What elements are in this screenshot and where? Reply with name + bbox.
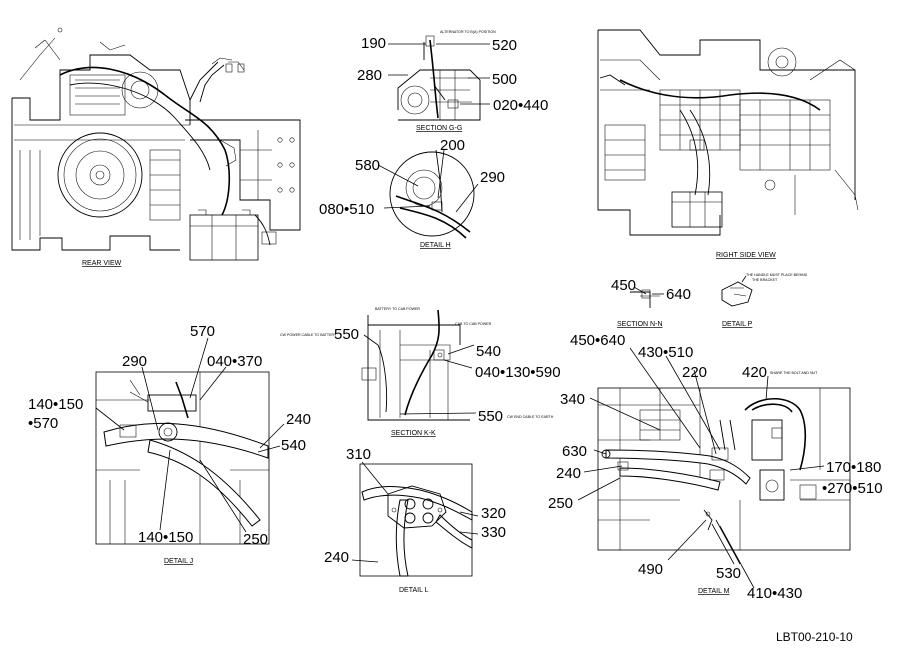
callout-500: 500 [492,71,517,88]
section-kk-note-1: BATTERY TO CAB POWER [375,307,420,311]
callout-290-h: 290 [480,169,505,186]
callout-450-640: 450•640 [570,332,625,349]
callout-320: 320 [481,505,506,522]
right-side-view: RIGHT SIDE VIEW [597,29,859,259]
detail-l-caption: DETAIL L [399,587,429,594]
detail-m-note: SHARE THE BOLT AND NUT [770,371,818,375]
detail-j-caption: DETAIL J [164,558,193,565]
detail-j: 570 290 040•370 140•150 •570 240 540 250… [28,323,311,565]
callout-170-180: 170•180 [826,459,881,476]
callout-570-b: •570 [28,415,58,432]
callout-410-430: 410•430 [747,585,802,602]
callout-190: 190 [361,35,386,52]
section-kk: BATTERY TO CAB POWER CAB TO CAB POWER CW… [280,307,561,437]
callout-630: 630 [562,443,587,460]
callout-250-m: 250 [548,495,573,512]
callout-020-440: 020•440 [493,97,548,114]
callout-340: 340 [560,391,585,408]
callout-040-370: 040•370 [207,353,262,370]
callout-200: 200 [440,137,465,154]
callout-530: 530 [716,565,741,582]
section-gg: ALTERNATOR TO B(A) POSITION 190 520 280 … [357,30,548,132]
callout-540-j: 540 [281,437,306,454]
callout-290-j: 290 [122,353,147,370]
callout-330: 330 [481,524,506,541]
callout-550-a: 550 [334,326,359,343]
section-kk-note-4: CW END CABLE TO EARTH [507,415,554,419]
detail-l: 310 320 330 240 DETAIL L [324,446,506,594]
detail-p-caption: DETAIL P [722,321,753,328]
callout-240-l: 240 [324,549,349,566]
callout-450: 450 [611,277,636,294]
detail-m-caption: DETAIL M [698,588,730,595]
callout-640: 640 [666,286,691,303]
callout-570: 570 [190,323,215,340]
callout-270-510: •270•510 [822,480,883,497]
section-nn: 450 640 SECTION N-N [611,277,691,328]
detail-p: THE HANDLE MUST PLACE BEHIND THE BRACKET… [721,273,808,328]
callout-540-k: 540 [476,343,501,360]
gg-note: ALTERNATOR TO B(A) POSITION [440,30,496,34]
section-kk-note-3: CW POWER CABLE TO BATTERY [280,333,337,337]
section-gg-caption: SECTION G-G [416,125,462,132]
section-nn-caption: SECTION N-N [617,321,663,328]
rear-view: REAR VIEW [11,27,301,267]
detail-m: SHARE THE BOLT AND NUT 450•640 430•510 2… [548,332,883,602]
callout-250-j: 250 [243,531,268,548]
callout-420: 420 [742,364,767,381]
callout-080-510: 080•510 [319,201,374,218]
callout-280: 280 [357,67,382,84]
rear-view-caption: REAR VIEW [82,260,122,267]
callout-220: 220 [682,364,707,381]
callout-140-150-a: 140•150 [28,396,83,413]
callout-240-j: 240 [286,411,311,428]
callout-240-m: 240 [556,465,581,482]
detail-p-note-line-1: THE HANDLE MUST PLACE BEHIND [746,273,808,277]
callout-430-510: 430•510 [638,344,693,361]
detail-p-note-line-2: THE BRACKET [752,278,778,282]
callout-490: 490 [638,561,663,578]
callout-550-b: 550 [478,408,503,425]
callout-580: 580 [355,157,380,174]
section-kk-note-2: CAB TO CAB POWER [455,322,492,326]
document-id: LBT00-210-10 [776,630,853,644]
callout-310: 310 [346,446,371,463]
detail-h-caption: DETAIL H [420,242,451,249]
callout-520: 520 [492,37,517,54]
callout-040-130-590: 040•130•590 [475,364,561,381]
callout-140-150-b: 140•150 [138,529,193,546]
section-kk-caption: SECTION K-K [391,430,436,437]
right-side-view-caption: RIGHT SIDE VIEW [716,252,776,259]
detail-h: 580 200 290 080•510 DETAIL H [319,137,505,249]
